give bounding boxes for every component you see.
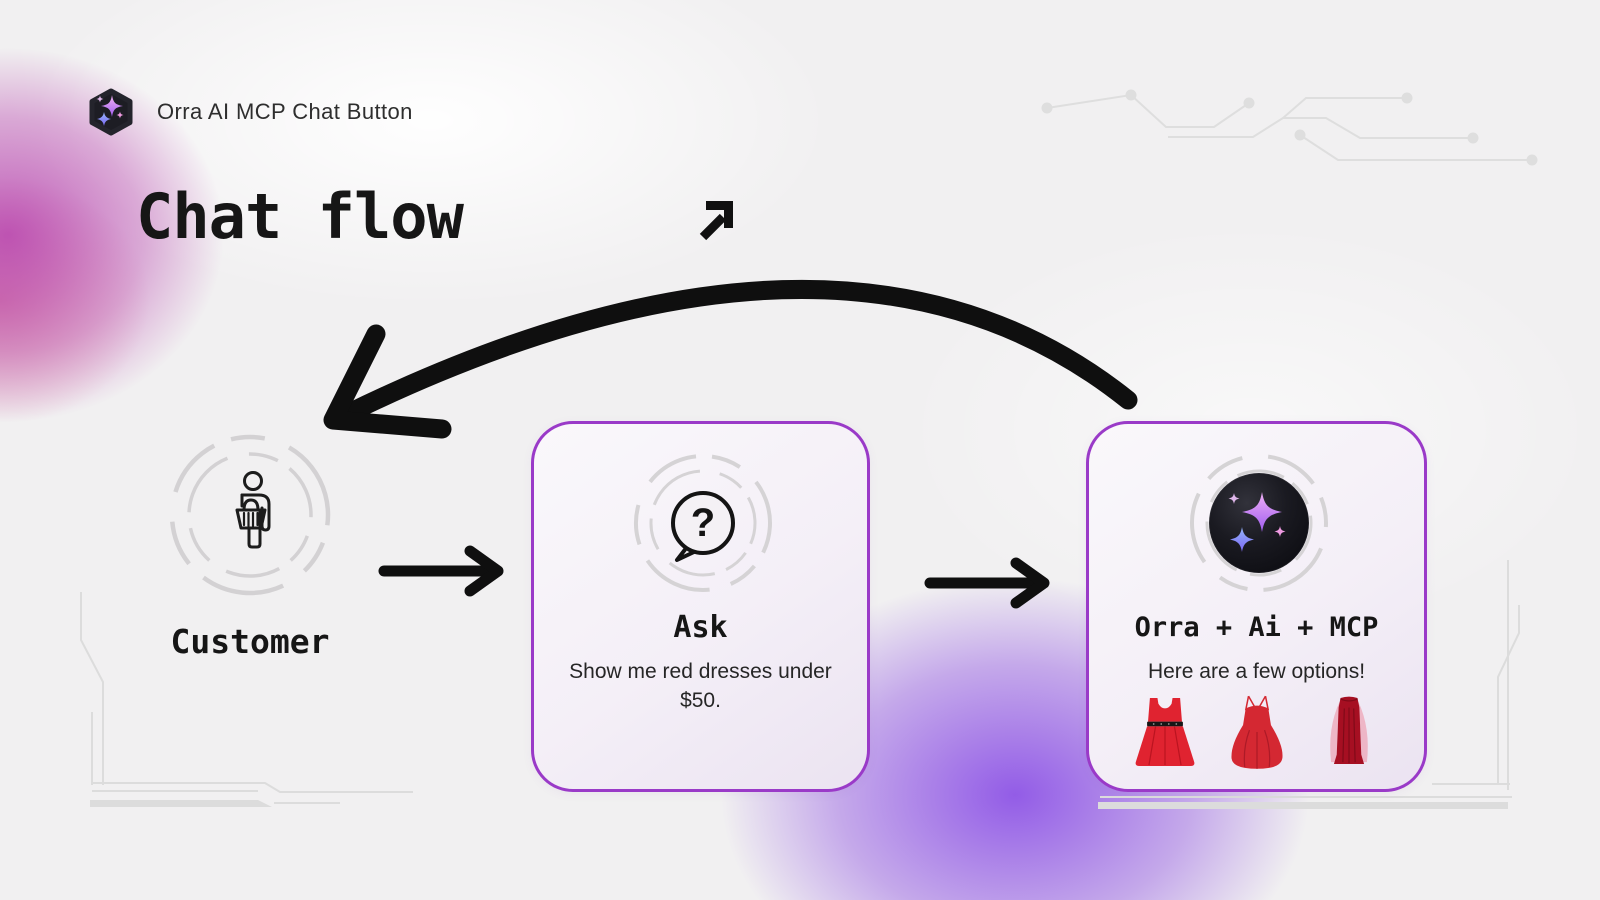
red-belted-dress-icon (1135, 698, 1194, 766)
customer-label: Customer (170, 622, 330, 661)
sparkles-hexagon-icon (89, 88, 133, 136)
ask-message: Show me red dresses under $50. (569, 660, 832, 712)
ai-sparkles-badge-icon (1190, 454, 1328, 592)
red-gown-dress-icon (1230, 695, 1283, 769)
result-card: Orra + Ai + MCP Here are a few options! (1086, 421, 1427, 792)
arrow-customer-to-ask (378, 545, 504, 597)
dark-red-sheer-gown-icon (1329, 696, 1368, 765)
result-title: Orra + Ai + MCP (1134, 612, 1379, 643)
circuit-decoration-top-right (1041, 89, 1538, 166)
dress-options (1089, 692, 1424, 772)
arrow-ask-to-result (924, 557, 1050, 609)
result-message: Here are a few options! (1147, 660, 1366, 683)
ask-title: Ask (673, 610, 728, 645)
circuit-decoration-bottom-right (1098, 560, 1520, 809)
circuit-decoration-bottom-left (80, 592, 413, 807)
question-speech-bubble-icon: ? (634, 454, 772, 592)
ask-card: ? Ask Show me red dresses under $50. (531, 421, 870, 792)
app-title: Orra AI MCP Chat Button (157, 99, 413, 124)
arrow-up-right-icon (699, 201, 733, 241)
person-with-basket-icon (169, 434, 331, 596)
page-title: Chat flow (136, 180, 464, 253)
question-glyph: ? (691, 501, 715, 545)
